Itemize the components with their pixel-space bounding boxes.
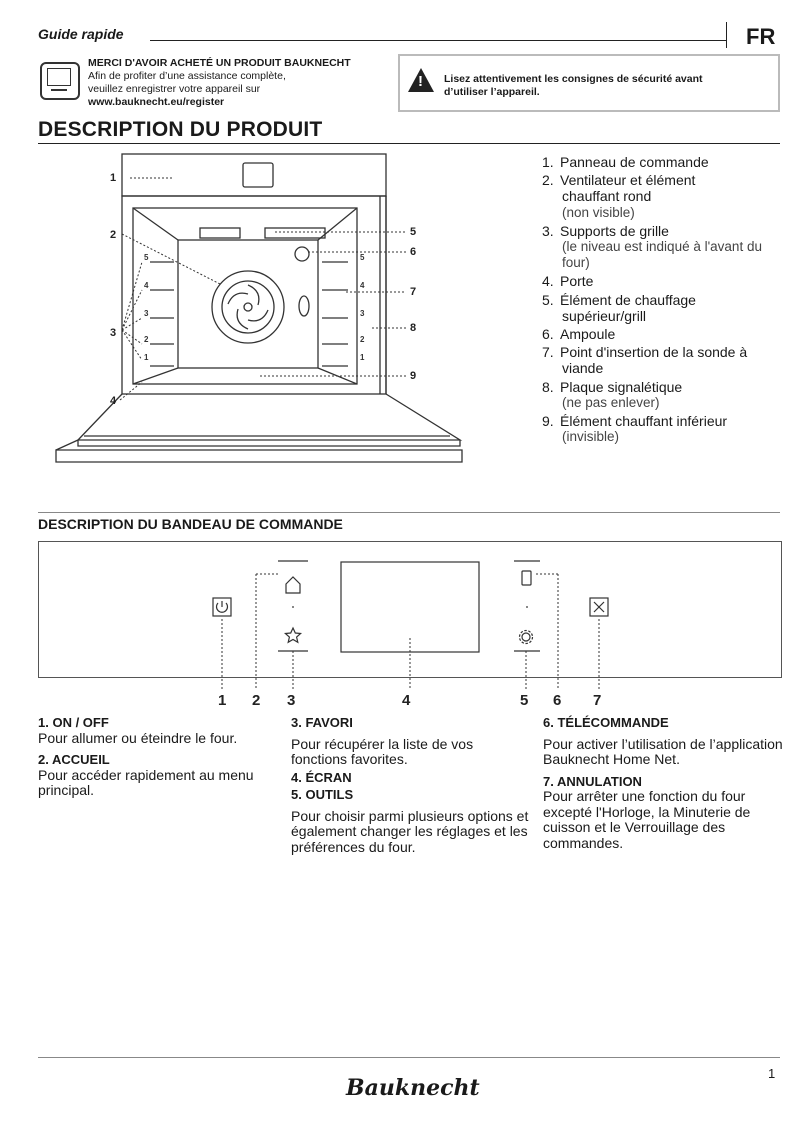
control-panel-svg: 1 2 3 4 5 6 7 bbox=[212, 560, 609, 709]
safety-warning-box: Lisez attentivement les consignes de séc… bbox=[398, 54, 780, 112]
diagram-callout-6: 6 bbox=[410, 246, 416, 258]
footer-rule bbox=[38, 1057, 780, 1058]
oven-diagram: 1 2 3 4 5 6 7 8 9 5 4 3 2 1 5 4 3 2 1 bbox=[55, 153, 463, 463]
register-note: MERCI D'AVOIR ACHETÉ UN PRODUIT BAUKNECH… bbox=[88, 57, 351, 109]
control-desc-column-2: 3. FAVORI Pour récupérer la liste de vos… bbox=[291, 713, 531, 855]
header-rule bbox=[150, 40, 726, 41]
language-code: FR bbox=[746, 24, 776, 49]
rack-level-left-4: 4 bbox=[144, 281, 149, 290]
list-item: 4.Porte bbox=[542, 273, 594, 290]
cancel-title: 7. ANNULATION bbox=[543, 773, 642, 789]
control-panel-illustration bbox=[38, 541, 782, 678]
warning-text: Lisez attentivement les consignes de séc… bbox=[444, 73, 764, 99]
control-section-title: DESCRIPTION DU BANDEAU DE COMMANDE bbox=[38, 516, 343, 532]
tools-title: 5. OUTILS bbox=[291, 787, 354, 802]
warning-line-1: Lisez attentivement les consignes de séc… bbox=[444, 73, 703, 85]
control-desc-column-3: 6. TÉLÉCOMMANDE Pour activer l’utilisati… bbox=[543, 713, 783, 851]
control-callout-6: 6 bbox=[553, 692, 561, 709]
page-number: 1 bbox=[768, 1066, 776, 1081]
control-callout-5: 5 bbox=[520, 692, 528, 709]
favorite-desc: Pour récupérer la liste de vos fonctions… bbox=[291, 735, 474, 767]
product-title-rule bbox=[38, 143, 780, 144]
thanks-line-1: Afin de profiter d’une assistance complè… bbox=[88, 70, 286, 82]
list-item: 9.Élément chauffant inférieur(invisible) bbox=[542, 413, 728, 445]
rack-level-right-3: 3 bbox=[360, 309, 365, 318]
screen-title: 4. ÉCRAN bbox=[291, 769, 352, 785]
home-title: 2. ACCUEIL bbox=[38, 752, 110, 767]
warning-line-2: d’utiliser l’appareil. bbox=[444, 86, 540, 98]
remote-title: 6. TÉLÉCOMMANDE bbox=[543, 715, 669, 730]
product-section-title: DESCRIPTION DU PRODUIT bbox=[38, 118, 323, 141]
rack-level-left-3: 3 bbox=[144, 309, 149, 318]
rack-level-left-2: 2 bbox=[144, 335, 149, 344]
diagram-callout-4: 4 bbox=[110, 395, 117, 407]
diagram-callout-7: 7 bbox=[410, 286, 416, 298]
control-callout-1: 1 bbox=[218, 692, 226, 709]
diagram-callout-3: 3 bbox=[110, 327, 116, 339]
brand-logo: Bauknecht bbox=[346, 1075, 480, 1101]
warning-icon bbox=[408, 68, 434, 92]
control-callout-4: 4 bbox=[402, 692, 411, 709]
guide-label: Guide rapide bbox=[38, 26, 124, 42]
control-section-rule bbox=[38, 512, 780, 513]
computer-icon bbox=[40, 62, 80, 100]
on-off-title: 1. ON / OFF bbox=[38, 715, 109, 730]
list-item: 8.Plaque signalétique(ne pas enlever) bbox=[542, 378, 683, 410]
remote-desc: Pour activer l’utilisation de l’applicat… bbox=[543, 735, 783, 767]
product-component-list: 1.Panneau de commande 2.Ventilateur et é… bbox=[542, 154, 792, 447]
control-callout-7: 7 bbox=[593, 692, 601, 709]
rack-level-right-1: 1 bbox=[360, 353, 365, 362]
rack-level-left-5: 5 bbox=[144, 253, 149, 262]
thanks-line-2: veuillez enregistrer votre appareil sur bbox=[88, 83, 261, 95]
rack-level-right-4: 4 bbox=[360, 281, 365, 290]
control-desc-column-1: 1. ON / OFF Pour allumer ou éteindre le … bbox=[38, 713, 278, 799]
register-url[interactable]: www.bauknecht.eu/register bbox=[88, 96, 225, 108]
list-item: 6.Ampoule bbox=[542, 326, 616, 343]
rack-level-right-2: 2 bbox=[360, 335, 365, 344]
header-tick bbox=[726, 22, 727, 48]
diagram-callout-1: 1 bbox=[110, 172, 116, 184]
diagram-callout-5: 5 bbox=[410, 226, 416, 238]
control-callout-2: 2 bbox=[252, 692, 260, 709]
cancel-desc: Pour arrêter une fonction du four except… bbox=[543, 788, 751, 851]
tools-desc: Pour choisir parmi plusieurs options et … bbox=[291, 807, 529, 855]
rack-level-left-1: 1 bbox=[144, 353, 149, 362]
diagram-callout-8: 8 bbox=[410, 322, 416, 334]
thanks-title: MERCI D'AVOIR ACHETÉ UN PRODUIT BAUKNECH… bbox=[88, 57, 351, 69]
diagram-callout-9: 9 bbox=[410, 370, 416, 382]
on-off-desc: Pour allumer ou éteindre le four. bbox=[38, 729, 238, 746]
control-callout-3: 3 bbox=[287, 692, 295, 709]
list-item: 1.Panneau de commande bbox=[542, 154, 709, 170]
home-desc: Pour accéder rapidement au menu principa… bbox=[38, 766, 254, 798]
list-item: 3.Supports de grille(le niveau est indiq… bbox=[542, 222, 762, 271]
favorite-title: 3. FAVORI bbox=[291, 715, 353, 730]
diagram-callout-2: 2 bbox=[110, 229, 116, 241]
rack-level-right-5: 5 bbox=[360, 253, 365, 262]
